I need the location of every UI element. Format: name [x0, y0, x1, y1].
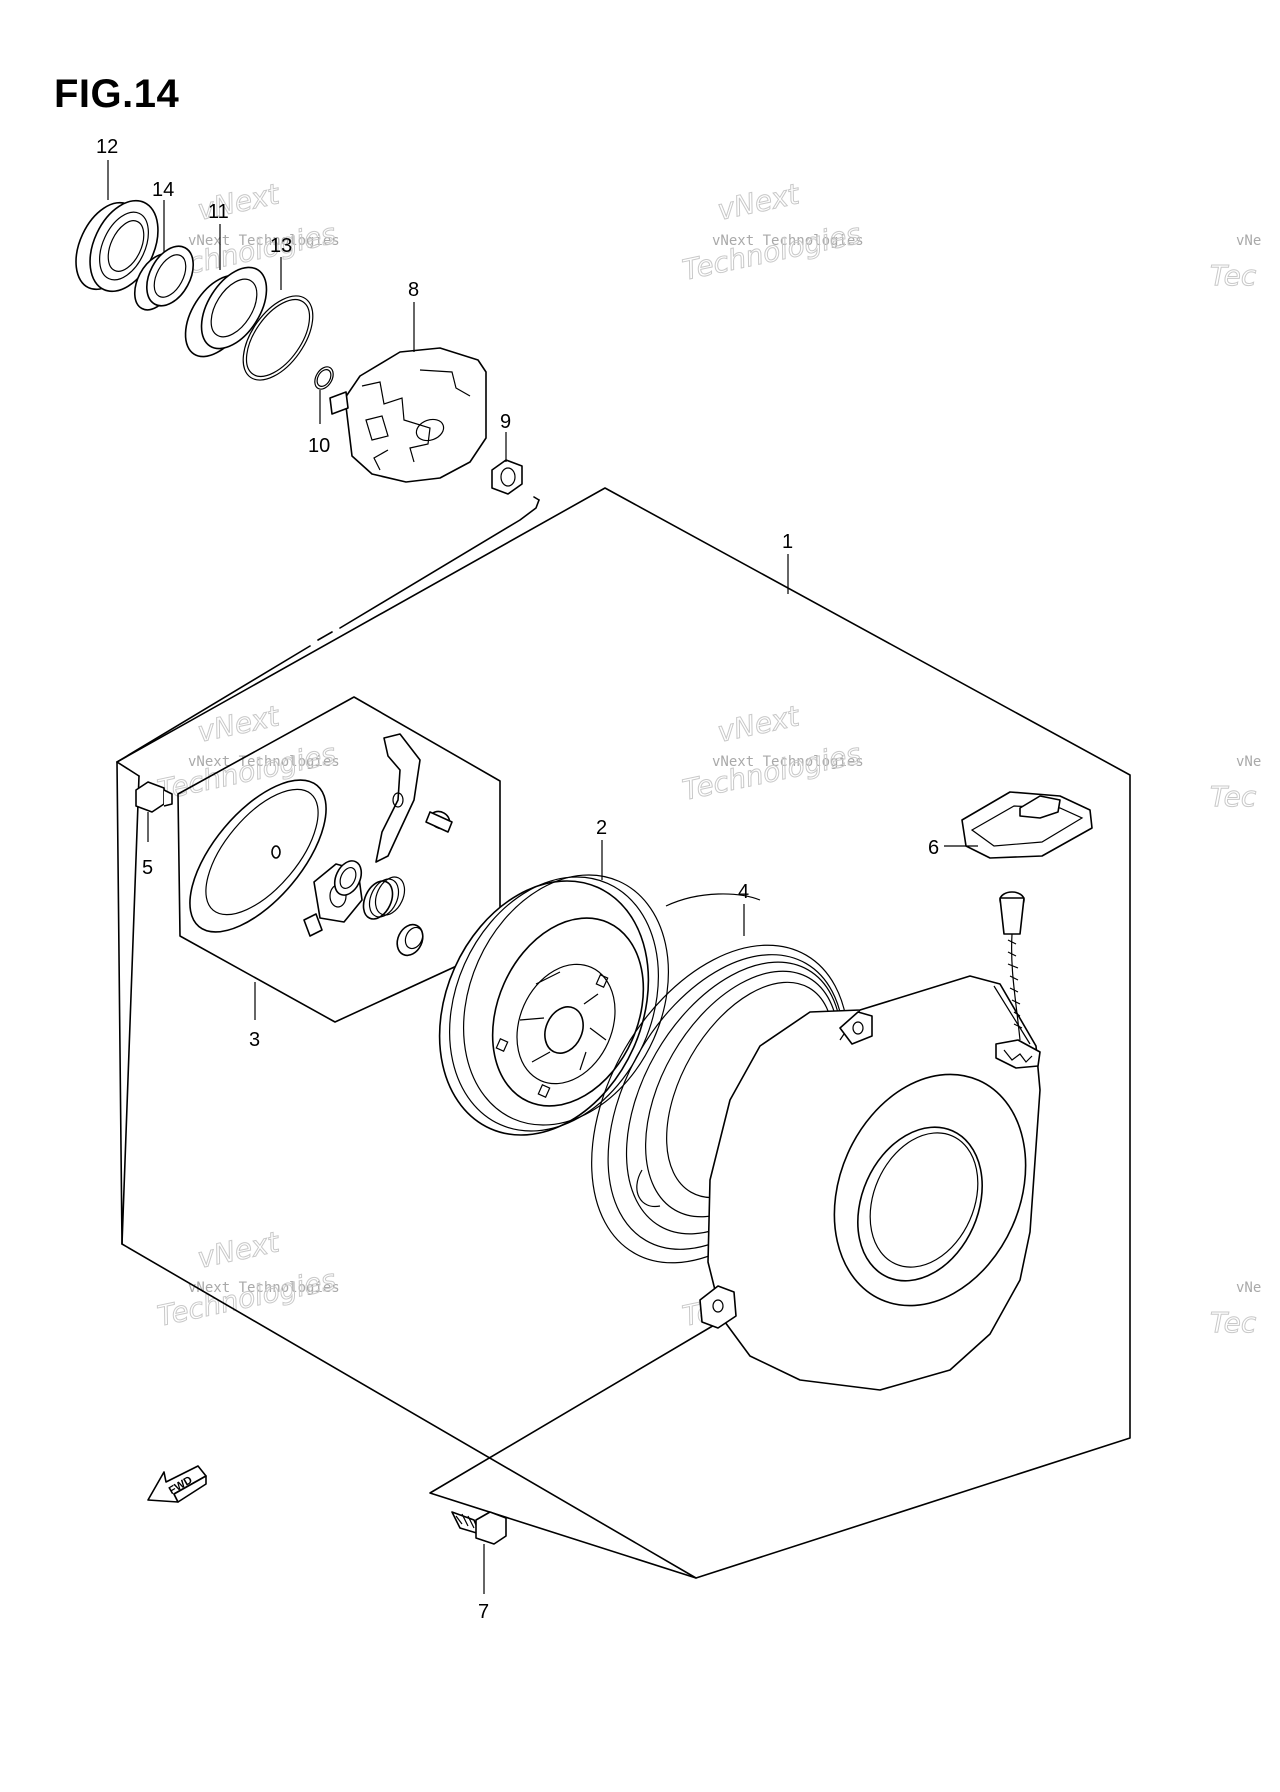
callout-5: 5	[142, 857, 153, 879]
svg-text:Technologies: Technologies	[155, 1263, 339, 1333]
part-7-bolt	[451, 1511, 507, 1545]
svg-text:vNext: vNext	[195, 1225, 283, 1275]
part-6-starter-handle	[961, 791, 1093, 1041]
part-5-bolt	[135, 781, 173, 813]
svg-text:vNext Technologies: vNext Technologies	[188, 1280, 340, 1296]
callout-4: 4	[738, 881, 749, 903]
callout-14: 14	[152, 179, 174, 201]
callout-2: 2	[596, 817, 607, 839]
recoil-housing	[699, 975, 1041, 1391]
callout-6: 6	[928, 837, 939, 859]
svg-text:Tec: Tec	[1210, 1306, 1257, 1339]
part-2-rope-reel	[438, 874, 670, 1136]
svg-text:vNext Technologies: vNext Technologies	[712, 754, 864, 770]
callout-9: 9	[500, 411, 511, 433]
part-14-seal	[133, 245, 194, 311]
svg-text:Technologies: Technologies	[680, 737, 864, 807]
part-9-nut	[491, 459, 523, 495]
part-10-small-o-ring	[314, 366, 334, 390]
svg-text:vNext: vNext	[715, 177, 803, 227]
callout-12: 12	[96, 136, 118, 158]
callout-13: 13	[270, 235, 292, 257]
watermarks: vNext vNext Technologies Technologies vN…	[154, 177, 1262, 1340]
svg-text:vNext Technologies: vNext Technologies	[188, 233, 340, 249]
part-3-ratchet-parts	[189, 733, 453, 957]
callout-3: 3	[249, 1029, 260, 1051]
callout-7: 7	[478, 1601, 489, 1623]
part-8-starter-cup	[329, 347, 487, 483]
svg-text:Tec: Tec	[1210, 259, 1257, 292]
watermark-top-center: vNext vNext Technologies Technologies	[679, 177, 864, 288]
svg-text:Tec: Tec	[1210, 780, 1257, 813]
part-13-o-ring	[242, 295, 314, 381]
watermark-right-edge: vNe Tec vNe Tec vNe Tec	[1210, 233, 1262, 1340]
svg-text:vNe: vNe	[1236, 233, 1261, 249]
figure-title: FIG.14	[54, 72, 180, 116]
callout-10: 10	[308, 435, 330, 457]
callout-1: 1	[782, 531, 793, 553]
callout-11: 11	[208, 201, 229, 223]
leader-lines	[107, 160, 978, 1594]
svg-text:vNext Technologies: vNext Technologies	[712, 233, 864, 249]
svg-text:vNext: vNext	[715, 699, 803, 749]
svg-text:vNe: vNe	[1236, 1280, 1261, 1296]
svg-text:Technologies: Technologies	[680, 217, 864, 287]
part-11-oil-seal	[184, 266, 268, 358]
callout-8: 8	[408, 279, 419, 301]
callout-labels: 12 14 11 13 8 10 9 1 5 3 2 4 6 7	[96, 136, 939, 1623]
part-12-bearing	[75, 199, 159, 293]
svg-text:vNe: vNe	[1236, 754, 1261, 770]
fwd-direction-arrow: FWD	[147, 1465, 207, 1503]
svg-text:vNext Technologies: vNext Technologies	[188, 754, 340, 770]
watermark-mid-center: vNext vNext Technologies Technologies	[679, 699, 864, 808]
